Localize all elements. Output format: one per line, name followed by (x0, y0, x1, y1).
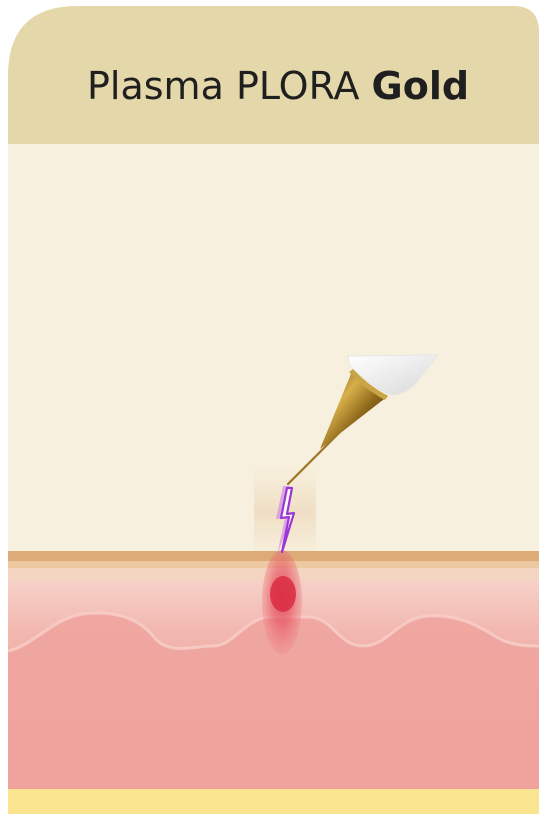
plasma-plora-card: Plasma PLORA Gold (8, 6, 539, 814)
bottom-band (8, 789, 539, 814)
illustration-canvas: Plasma PLORA Gold (8, 6, 539, 814)
page-title: Plasma PLORA Gold (87, 64, 469, 108)
treatment-spot (270, 576, 296, 612)
title-emphasis: Gold (372, 64, 470, 108)
title-prefix: Plasma PLORA (87, 64, 372, 108)
